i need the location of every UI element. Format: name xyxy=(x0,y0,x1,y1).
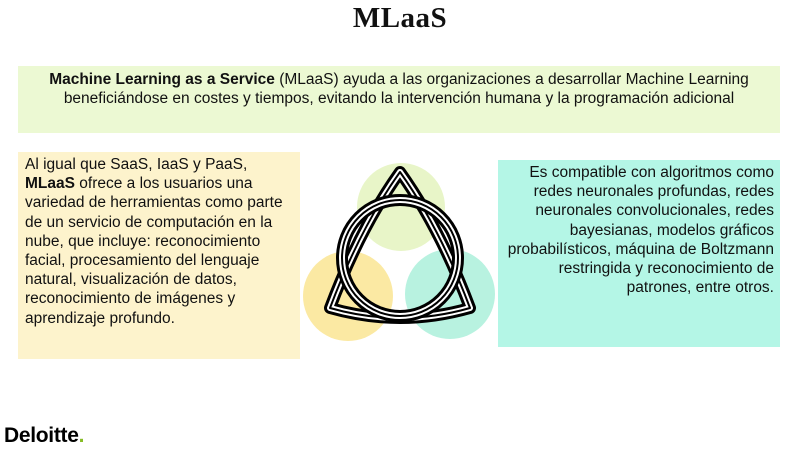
banner-text: (MLaaS) ayuda a las organizaciones a des… xyxy=(63,71,749,107)
logo-dot: . xyxy=(78,424,85,447)
page-title: MLaaS xyxy=(352,2,448,34)
intro-banner: Machine Learning as a Service (MLaaS) ay… xyxy=(18,66,780,133)
banner-bold: Machine Learning as a Service xyxy=(49,71,275,88)
logo-wordmark: Deloitte xyxy=(4,424,79,447)
triquetra-icon xyxy=(303,163,495,341)
left-text-2: ofrece a los usuarios una variedad de he… xyxy=(25,175,283,327)
left-bold: MLaaS xyxy=(25,175,75,193)
triquetra-knot xyxy=(324,166,476,324)
right-text: Es compatible con algoritmos como redes … xyxy=(507,164,774,297)
left-text-1: Al igual que SaaS, IaaS y PaaS, xyxy=(25,156,248,173)
left-text-box: Al igual que SaaS, IaaS y PaaS, MLaaS of… xyxy=(18,152,300,359)
top-circle xyxy=(357,163,445,251)
right-text-box: Es compatible con algoritmos como redes … xyxy=(498,160,780,347)
deloitte-logo: Deloitte. xyxy=(4,424,84,448)
